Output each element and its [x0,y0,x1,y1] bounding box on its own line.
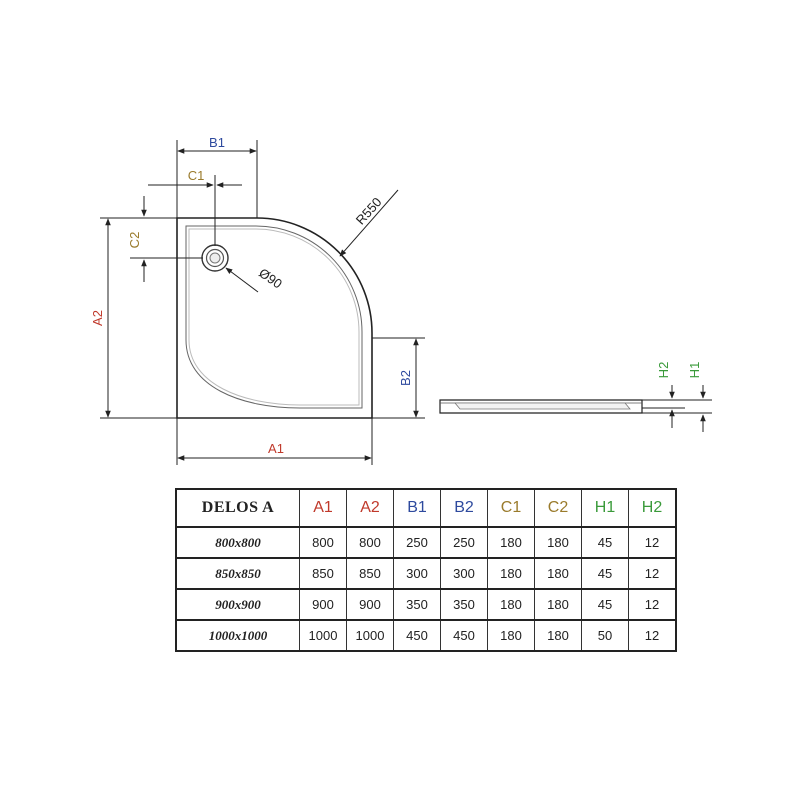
label-h2: H2 [656,362,671,379]
cell-b1: 450 [393,619,441,652]
dimension-c1 [148,175,242,246]
row-size: 800x800 [175,526,300,559]
cell-a2: 850 [346,557,394,590]
cell-a1: 1000 [299,619,347,652]
tray-inner-rim [185,225,363,409]
tray-side-profile [439,399,643,414]
header-c2: C2 [534,488,582,528]
cell-c1: 180 [487,619,535,652]
label-b2: B2 [398,370,413,386]
header-a2: A2 [346,488,394,528]
cell-b1: 250 [393,526,441,559]
header-h2: H2 [628,488,677,528]
dimension-b1 [176,140,258,218]
cell-h1: 45 [581,557,629,590]
table-row: 800x800 800 800 250 250 180 180 45 12 [175,526,677,559]
label-a1: A1 [268,441,284,456]
dimension-a2 [100,217,177,419]
row-size: 1000x1000 [175,619,300,652]
cell-b2: 450 [440,619,488,652]
cell-h2: 12 [628,557,677,590]
cell-c2: 180 [534,557,582,590]
dimensions-table: DELOS A A1 A2 B1 B2 C1 C2 H1 H2 800x800 … [175,488,677,652]
cell-b1: 350 [393,588,441,621]
dimension-h1 [642,385,712,432]
dimension-b2 [372,337,425,419]
label-c2: C2 [127,232,142,249]
cell-c1: 180 [487,526,535,559]
table-row: 900x900 900 900 350 350 180 180 45 12 [175,588,677,621]
dimension-a1 [176,418,373,465]
cell-h2: 12 [628,526,677,559]
cell-h2: 12 [628,588,677,621]
cell-c2: 180 [534,619,582,652]
label-a2: A2 [90,310,105,326]
cell-c2: 180 [534,526,582,559]
header-h1: H1 [581,488,629,528]
row-size: 900x900 [175,588,300,621]
header-b2: B2 [440,488,488,528]
cell-c2: 180 [534,588,582,621]
label-b1: B1 [209,135,225,150]
drain-icon [201,244,229,272]
label-h1: H1 [687,362,702,379]
cell-b1: 300 [393,557,441,590]
header-b1: B1 [393,488,441,528]
header-c1: C1 [487,488,535,528]
header-a1: A1 [299,488,347,528]
table-header-row: DELOS A A1 A2 B1 B2 C1 C2 H1 H2 [175,488,677,528]
cell-a1: 800 [299,526,347,559]
cell-c1: 180 [487,588,535,621]
shower-tray-drawing: B1 C1 C2 A2 A1 B2 R550 Ø90 [90,135,712,465]
dimension-d90 [225,267,259,293]
cell-a2: 800 [346,526,394,559]
cell-h1: 50 [581,619,629,652]
model-name: DELOS A [175,488,300,528]
row-size: 850x850 [175,557,300,590]
cell-h2: 12 [628,619,677,652]
tray-inner-rim-shadow [188,228,360,406]
cell-h1: 45 [581,588,629,621]
cell-h1: 45 [581,526,629,559]
dimension-h2 [642,385,685,428]
cell-b2: 300 [440,557,488,590]
cell-a1: 900 [299,588,347,621]
table-row: 1000x1000 1000 1000 450 450 180 180 50 1… [175,619,677,652]
dimension-r550 [339,189,399,257]
cell-a2: 1000 [346,619,394,652]
cell-c1: 180 [487,557,535,590]
cell-a2: 900 [346,588,394,621]
cell-b2: 250 [440,526,488,559]
cell-a1: 850 [299,557,347,590]
label-c1: C1 [188,168,205,183]
cell-b2: 350 [440,588,488,621]
table-row: 850x850 850 850 300 300 180 180 45 12 [175,557,677,590]
